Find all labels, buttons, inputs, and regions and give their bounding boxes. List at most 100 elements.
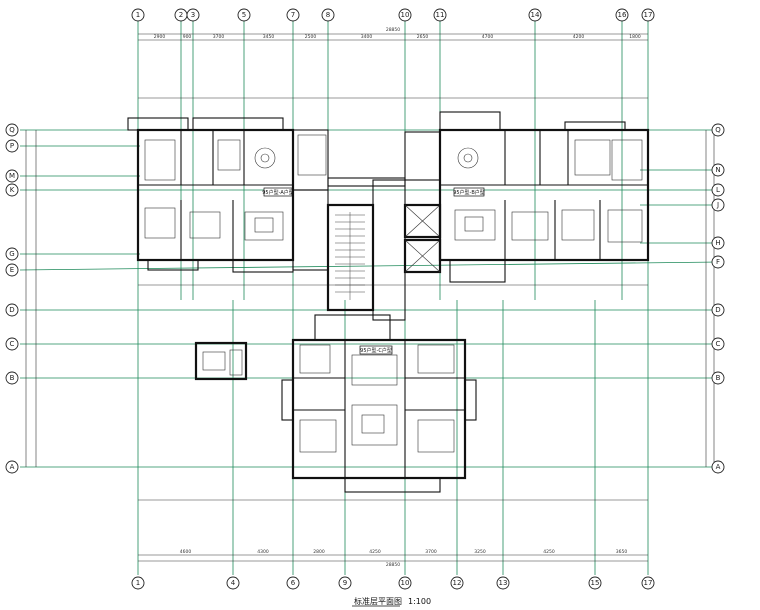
axis-bubble-top: 17 xyxy=(644,11,653,19)
axis-bubble-left: C xyxy=(10,340,15,348)
axis-bubble-bottom-circle xyxy=(450,576,464,590)
top-dimension-value: 3450 xyxy=(263,34,275,40)
axis-bubble-top-circle xyxy=(615,8,629,22)
axis-bubble-bottom: 1 xyxy=(136,579,140,587)
top-dimension-value: 900 xyxy=(183,34,192,40)
bottom-dimension-value: 4600 xyxy=(180,549,192,555)
axis-bubble-bottom: 6 xyxy=(291,579,296,587)
axis-bubble-right-circle xyxy=(711,303,725,317)
axis-bubble-bottom: 4 xyxy=(231,579,236,587)
axis-bubble-left-circle xyxy=(5,123,19,137)
axis-bubble-bottom-circle xyxy=(588,576,602,590)
axis-bubble-right-circle xyxy=(711,337,725,351)
axis-bubble-left-circle xyxy=(5,263,19,277)
axis-bubble-top: 10 xyxy=(401,11,410,19)
lower-unit xyxy=(281,314,477,493)
drawing-title: 标准层平面图 xyxy=(354,596,402,606)
unit-tag-b: 95户型-B户型 xyxy=(453,189,485,196)
axis-bubble-top-circle xyxy=(528,8,542,22)
axis-bubble-bottom-circle xyxy=(286,576,300,590)
bottom-dimension-value: 3650 xyxy=(616,549,628,555)
axis-bubble-left: G xyxy=(9,250,14,258)
axis-bubble-right-circle xyxy=(711,255,725,269)
axis-bubble-left: B xyxy=(10,374,15,382)
bottom-dimension-value: 3700 xyxy=(425,549,437,555)
axis-bubble-bottom-circle xyxy=(496,576,510,590)
unit-tag-c: 95户型-C户型 xyxy=(360,347,392,354)
axis-bubble-top-circle xyxy=(286,8,300,22)
axis-bubble-top-circle xyxy=(433,8,447,22)
axis-bubble-left: K xyxy=(10,186,15,194)
axis-bubble-right: Q xyxy=(715,126,721,134)
axis-bubble-left: D xyxy=(9,306,14,314)
top-dimension-value: 4700 xyxy=(482,34,494,40)
top-dimension-value: 2900 xyxy=(154,34,166,40)
axis-bubble-bottom-circle xyxy=(641,576,655,590)
axis-bubble-top-circle xyxy=(321,8,335,22)
axis-bubble-top-circle xyxy=(641,8,655,22)
axis-bubble-bottom-circle xyxy=(338,576,352,590)
horizontal-grid-lines xyxy=(19,129,721,468)
axis-bubble-bottom: 12 xyxy=(453,579,462,587)
axis-bubble-left: P xyxy=(10,142,14,150)
unit-tag-box-c xyxy=(359,345,393,355)
axis-bubble-right: L xyxy=(716,186,720,194)
axis-bubble-top: 1 xyxy=(136,11,140,19)
upper-right-unit xyxy=(404,111,650,283)
axis-bubble-left: A xyxy=(10,463,15,471)
axis-bubble-left: Q xyxy=(9,126,15,134)
axis-bubble-left-circle xyxy=(5,371,19,385)
axis-bubble-top: 8 xyxy=(326,11,330,19)
unit-tag-box-b xyxy=(453,187,485,197)
axis-bubble-right: C xyxy=(716,340,721,348)
top-dimension-value: 2500 xyxy=(305,34,317,40)
axis-bubble-top: 14 xyxy=(531,11,540,19)
axis-bubble-left-circle xyxy=(5,303,19,317)
axis-bubble-right: J xyxy=(716,201,719,209)
axis-bubble-bottom: 17 xyxy=(644,579,653,587)
axis-bubble-left-circle xyxy=(5,139,19,153)
axis-bubble-left-circle xyxy=(5,337,19,351)
axis-bubble-right-circle xyxy=(711,123,725,137)
bottom-dimension-value: 3250 xyxy=(474,549,486,555)
axis-bubble-top-circle xyxy=(131,8,145,22)
axis-bubble-right: D xyxy=(715,306,720,314)
bottom-total-dimension: 28850 xyxy=(386,562,400,568)
axis-bubble-right-circle xyxy=(711,371,725,385)
unit-tag-box-a xyxy=(263,187,293,197)
axis-bubble-bottom: 10 xyxy=(401,579,410,587)
bottom-dimension-value: 4300 xyxy=(257,549,269,555)
axis-bubble-top-circle xyxy=(398,8,412,22)
axis-bubble-top-circle xyxy=(186,8,200,22)
axis-bubble-right: N xyxy=(715,166,720,174)
axis-bubble-top: 11 xyxy=(436,11,445,19)
axis-bubble-right: A xyxy=(716,463,721,471)
upper-left-unit xyxy=(127,117,329,273)
axis-bubble-bottom: 13 xyxy=(499,579,508,587)
axis-bubble-right-circle xyxy=(711,163,725,177)
top-dimension-value: 4200 xyxy=(573,34,585,40)
axis-bubble-top-circle xyxy=(237,8,251,22)
detached-small-unit xyxy=(194,341,248,381)
axis-bubble-bottom-circle xyxy=(131,576,145,590)
axis-bubble-right: H xyxy=(715,239,720,247)
bottom-dimension-value: 2800 xyxy=(313,549,325,555)
dimension-lines xyxy=(25,33,715,562)
axis-bubble-left-circle xyxy=(5,247,19,261)
top-dimension-value: 1800 xyxy=(629,34,641,40)
axis-bubble-bottom-circle xyxy=(398,576,412,590)
top-dimension-value: 3700 xyxy=(213,34,225,40)
axis-bubble-top: 16 xyxy=(618,11,627,19)
axis-bubble-right-circle xyxy=(711,183,725,197)
axis-bubble-bottom: 15 xyxy=(591,579,600,587)
axis-bubble-right-circle xyxy=(711,198,725,212)
axis-bubble-right: B xyxy=(716,374,721,382)
axis-bubble-left: M xyxy=(9,172,15,180)
axis-bubble-right-circle xyxy=(711,236,725,250)
axis-bubble-left-circle xyxy=(5,183,19,197)
bottom-dimension-value: 4250 xyxy=(369,549,381,555)
